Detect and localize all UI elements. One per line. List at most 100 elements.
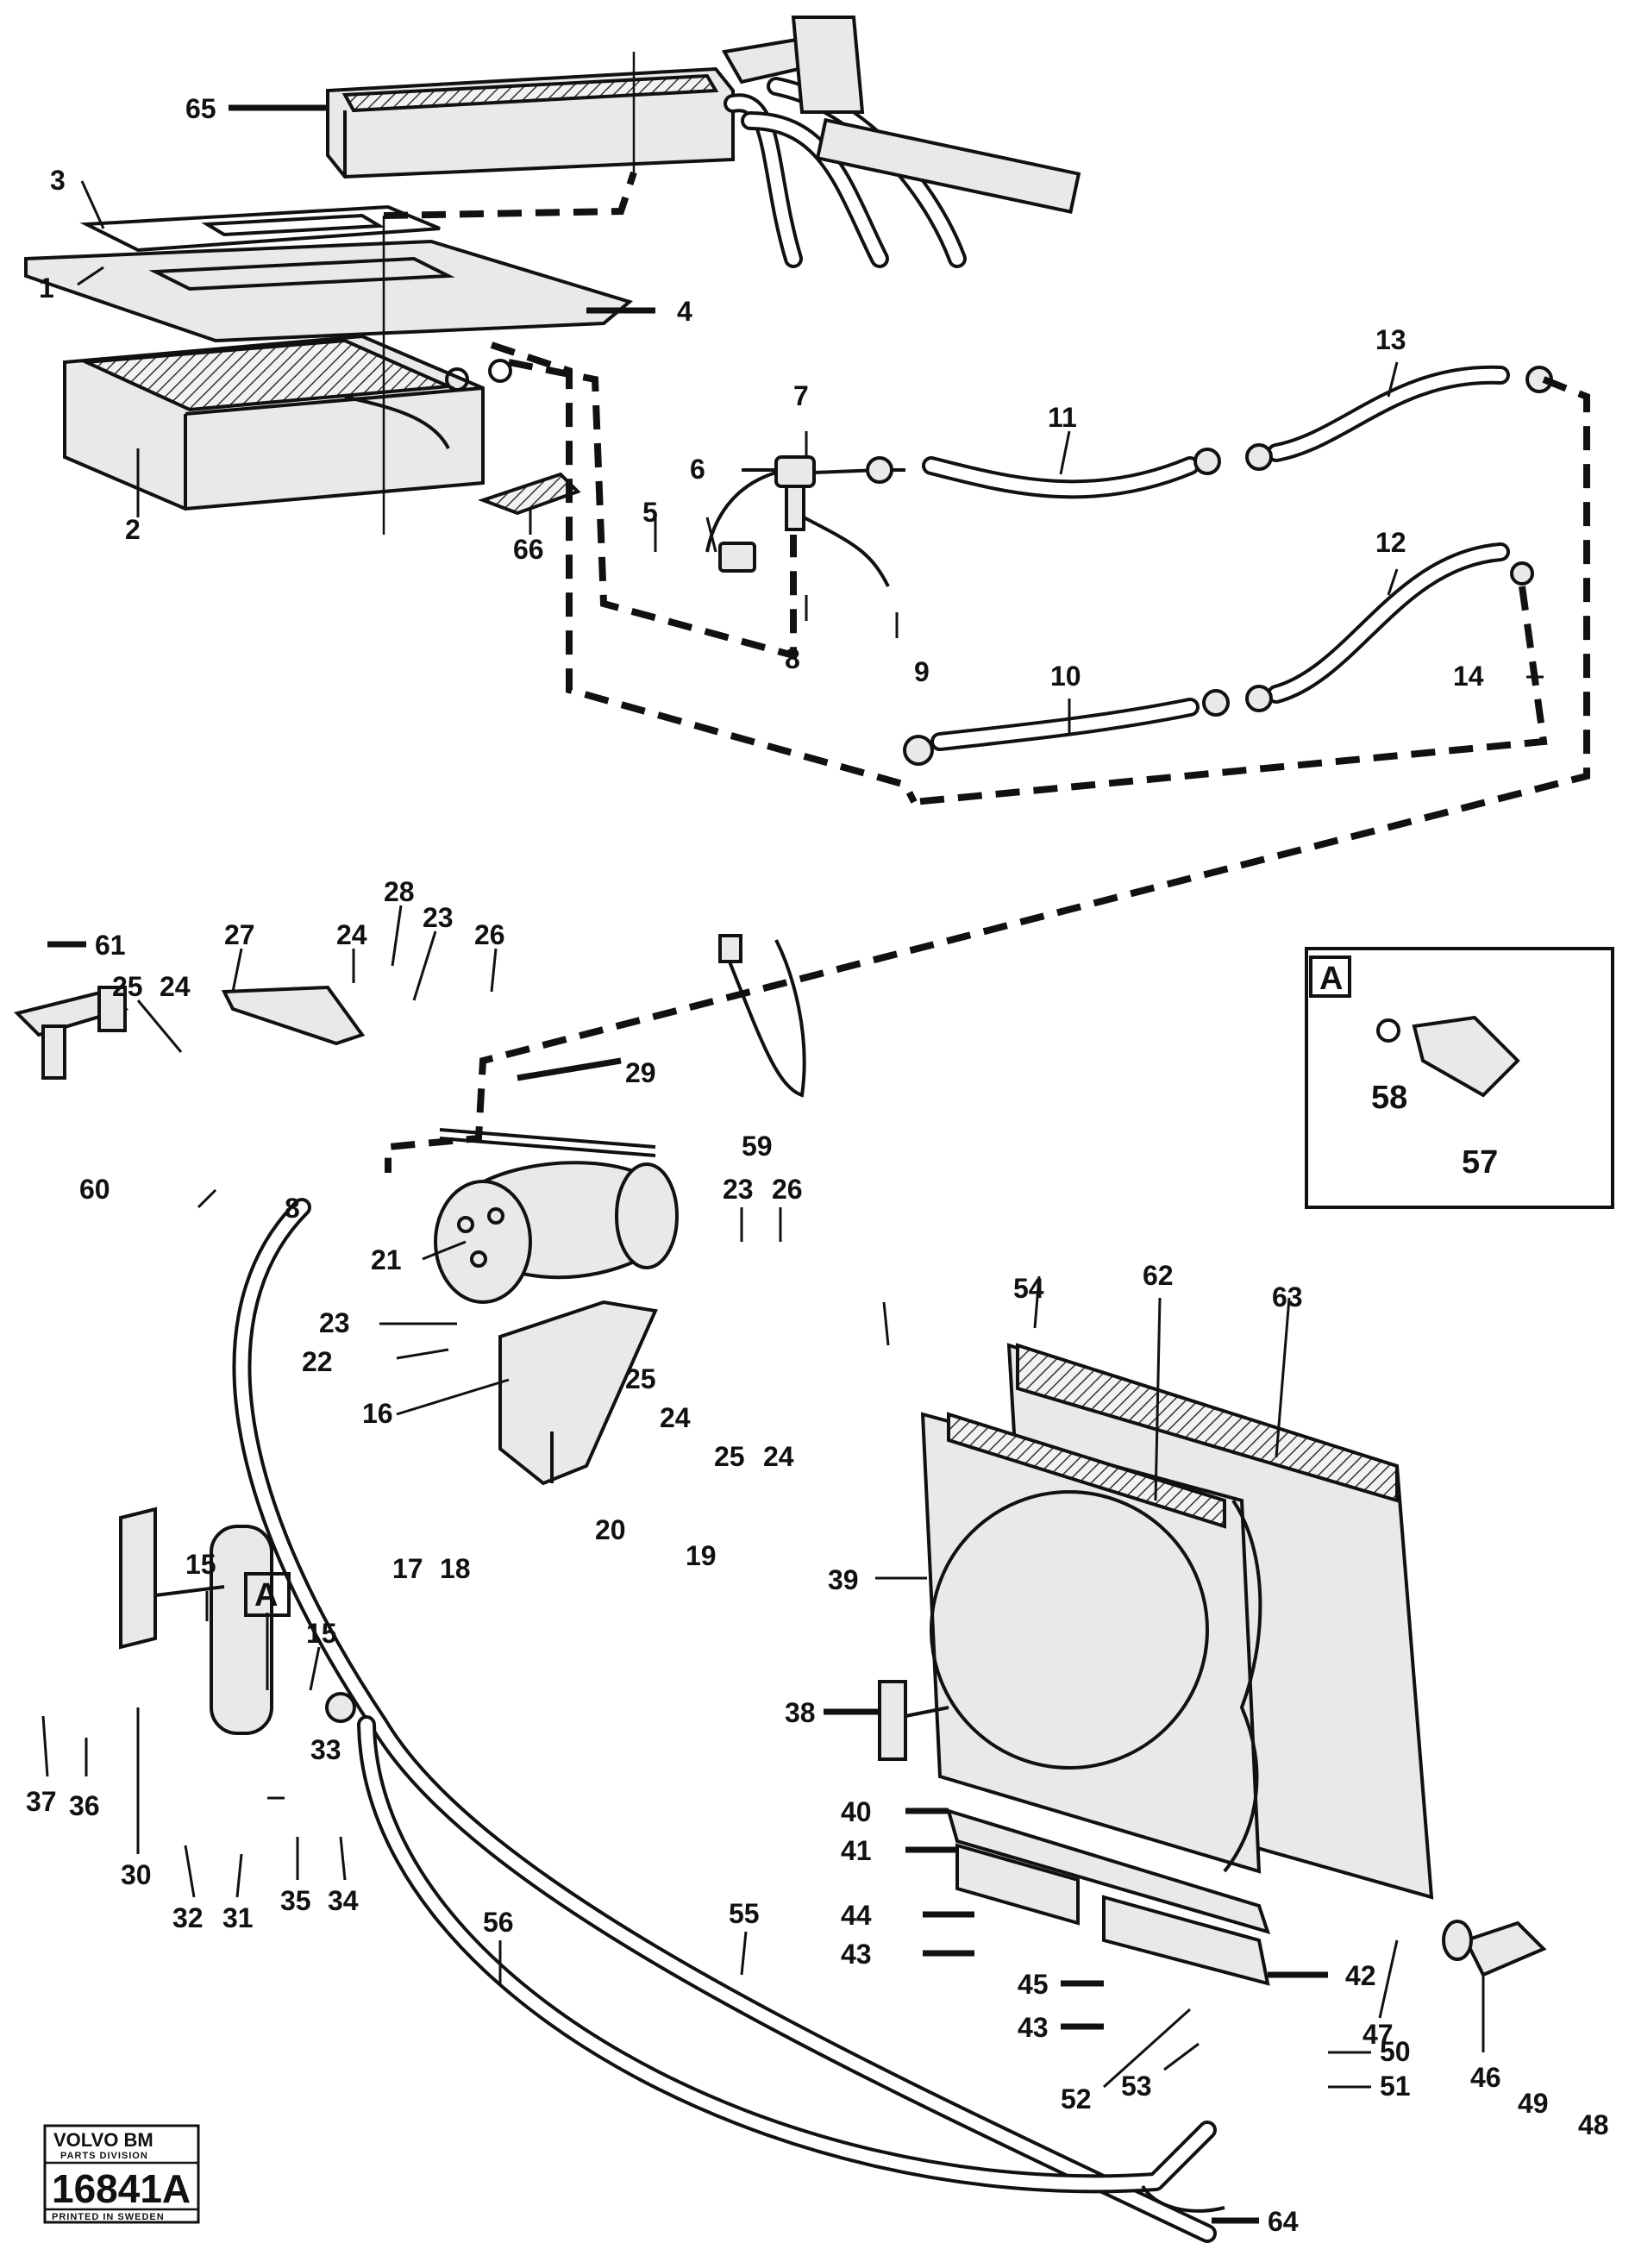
callout-58: 58	[1371, 1080, 1407, 1116]
callout-23b: 23	[723, 1174, 754, 1205]
heater-core-65	[326, 66, 735, 179]
callout-16: 16	[362, 1398, 393, 1429]
coil-62	[1223, 1499, 1262, 1873]
callout-15b: 15	[306, 1618, 337, 1649]
callout-44: 44	[841, 1900, 872, 1931]
callout-66: 66	[513, 534, 544, 565]
callout-46: 46	[1470, 2062, 1501, 2093]
compressor-21	[434, 1161, 679, 1304]
callout-57: 57	[1462, 1144, 1498, 1181]
callout-47: 47	[1362, 2019, 1394, 2050]
callout-37: 37	[26, 1786, 57, 1817]
detail-a-letter: A	[1319, 961, 1343, 997]
hose-29-suction	[232, 1198, 1217, 2243]
callout-14: 14	[1453, 661, 1484, 692]
callout-61: 61	[95, 930, 126, 961]
volvo-bm-stamp: VOLVO BM PARTS DIVISION 16841A PRINTED I…	[43, 2124, 200, 2224]
callout-8: 8	[785, 643, 800, 674]
bracket-27	[221, 985, 366, 1046]
stamp-brand: VOLVO BM	[53, 2129, 153, 2151]
stamp-printed: PRINTED IN SWEDEN	[52, 2212, 165, 2222]
callout-42: 42	[1345, 1960, 1376, 1991]
callout-10: 10	[1050, 661, 1081, 692]
callout-60: 60	[79, 1174, 110, 1205]
receiver-drier-33	[119, 1507, 273, 1735]
callout-a-receiver: A	[254, 1577, 278, 1613]
callout-54: 54	[1013, 1273, 1044, 1304]
callout-22: 22	[302, 1346, 333, 1377]
bracket-38	[878, 1680, 949, 1761]
callout-32: 32	[172, 1902, 204, 1933]
callout-23: 23	[423, 902, 454, 933]
callout-13: 13	[1375, 324, 1406, 355]
detail-a-panel	[1305, 947, 1614, 1209]
seal-frame-3	[79, 204, 441, 253]
callout-45: 45	[1018, 1969, 1049, 2000]
callout-34: 34	[328, 1885, 359, 1916]
callout-2: 2	[125, 514, 141, 545]
callout-24b: 24	[160, 971, 191, 1002]
callout-39: 39	[828, 1564, 859, 1595]
callout-50: 50	[1380, 2036, 1411, 2067]
clamp-64	[1141, 2184, 1225, 2213]
callout-21: 21	[371, 1244, 402, 1275]
callout-3: 3	[50, 165, 66, 196]
pipe-29	[439, 1128, 656, 1157]
callout-43b: 43	[1018, 2012, 1049, 2043]
sensor-6	[718, 542, 756, 573]
callout-25b: 25	[625, 1363, 656, 1394]
callout-6: 6	[690, 454, 705, 485]
callout-55: 55	[729, 1898, 760, 1929]
callout-53: 53	[1121, 2071, 1152, 2102]
callout-48: 48	[1578, 2109, 1609, 2140]
bracket-46	[1442, 1920, 1547, 1977]
callout-4: 4	[677, 296, 692, 327]
callout-59: 59	[742, 1131, 773, 1162]
detail-a-labels: A 58 57	[1319, 961, 1498, 1181]
callout-28: 28	[384, 876, 415, 907]
hose-56	[325, 1692, 1217, 2194]
callout-40: 40	[841, 1796, 872, 1827]
callout-65: 65	[185, 93, 216, 124]
strap-59	[718, 934, 806, 1098]
callout-52: 52	[1061, 2083, 1092, 2115]
callout-20: 20	[595, 1514, 626, 1545]
callout-19: 19	[686, 1540, 717, 1571]
callout-41: 41	[841, 1835, 872, 1866]
callout-26: 26	[474, 919, 505, 950]
callout-56: 56	[483, 1907, 514, 1938]
hose-12	[1245, 542, 1534, 712]
callout-30: 30	[121, 1859, 152, 1890]
callout-35: 35	[280, 1885, 311, 1916]
hose-10	[903, 689, 1230, 766]
stamp-number: 16841A	[52, 2166, 191, 2211]
callout-43: 43	[841, 1939, 872, 1970]
callout-9: 9	[914, 656, 930, 687]
callout-24: 24	[336, 919, 367, 950]
callout-17: 17	[392, 1553, 423, 1584]
callout-63: 63	[1272, 1281, 1303, 1313]
cover-plate-1	[24, 239, 634, 343]
evaporator-2	[63, 334, 512, 511]
bracket-40-41-42	[946, 1808, 1271, 1986]
callout-26b: 26	[772, 1174, 803, 1205]
bracket-66	[478, 472, 581, 516]
callout-31: 31	[222, 1902, 254, 1933]
callout-15: 15	[185, 1549, 216, 1580]
callout-33: 33	[310, 1734, 341, 1765]
callout-64: 64	[1268, 2206, 1299, 2237]
callout-11: 11	[1048, 402, 1077, 433]
hose-13	[1245, 365, 1553, 471]
compressor-bracket-16	[498, 1300, 658, 1486]
bracket-60	[14, 986, 129, 1080]
callout-51: 51	[1380, 2071, 1411, 2102]
callout-23c: 23	[319, 1307, 350, 1338]
callout-24d: 24	[763, 1441, 794, 1472]
callout-18: 18	[440, 1553, 471, 1584]
callout-8b: 8	[285, 1193, 300, 1224]
callout-25c: 25	[714, 1441, 745, 1472]
callout-labels: 65 3 1 4 2 66 5 6 7 8 9 10 11 12 13 14 6…	[26, 93, 1609, 2237]
callout-29: 29	[625, 1057, 656, 1088]
heater-pipes	[721, 16, 1081, 268]
